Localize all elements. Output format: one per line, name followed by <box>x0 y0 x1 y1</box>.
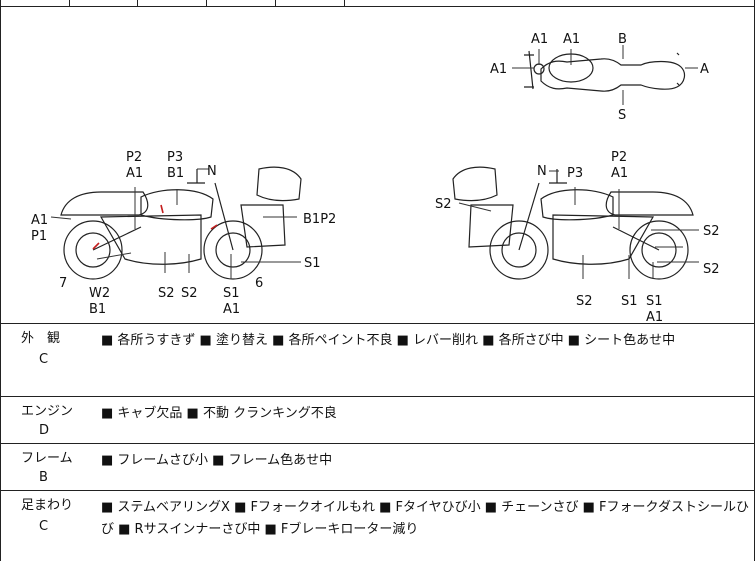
label-a1: A1 <box>646 310 663 323</box>
label-s1: S1 <box>223 286 240 301</box>
label-p3: P3 <box>167 150 183 165</box>
right-view-labels: N P3 P2 A1 S2 S2 S2 S2 S1 S1 A1 <box>435 150 720 323</box>
label-s2: S2 <box>158 286 175 301</box>
label-w2: W2 <box>89 286 110 301</box>
strip-cell <box>138 0 207 6</box>
label-s2: S2 <box>703 224 720 239</box>
label-s1: S1 <box>621 294 638 309</box>
label-7: 7 <box>59 276 67 291</box>
section-category: 足まわり <box>21 498 74 513</box>
section-category: 外 観 <box>21 331 61 346</box>
section-frame: フレーム B ■ フレームさび小 ■ フレーム色あせ中 <box>1 444 754 491</box>
section-grade: C <box>39 352 49 367</box>
label-a1: A1 <box>126 166 143 181</box>
top-view-leaders <box>512 45 698 105</box>
label-a1: A1 <box>611 166 628 181</box>
section-exterior: 外 観 C ■ 各所うすきず ■ 塗り替え ■ 各所ペイント不良 ■ レバー削れ… <box>1 324 754 397</box>
label-b1: B1 <box>89 302 106 317</box>
label-a1: A1 <box>31 213 48 228</box>
section-category: フレーム <box>21 451 73 466</box>
right-view-leaders <box>458 170 699 279</box>
damage-mark <box>92 242 100 250</box>
damage-mark <box>210 224 218 230</box>
right-view-bike <box>452 166 694 280</box>
damage-mark <box>160 204 164 214</box>
top-view-labels: A1 A1 A1 B A S <box>490 32 709 123</box>
label-s2: S2 <box>576 294 593 309</box>
label-6: 6 <box>255 276 263 291</box>
section-grade: C <box>39 519 49 534</box>
label-s2: S2 <box>703 262 720 277</box>
section-notes: ■ ステムベアリングX ■ Fフォークオイルもれ ■ Fタイヤひび小 ■ チェー… <box>101 500 749 537</box>
label-a1: A1 <box>563 32 580 47</box>
strip-cell <box>1 0 70 6</box>
label-n: N <box>207 164 217 179</box>
section-engine: エンジン D ■ キャブ欠品 ■ 不動 クランキング不良 <box>1 397 754 444</box>
label-p3: P3 <box>567 166 583 181</box>
label-p2: P2 <box>126 150 142 165</box>
label-b1: B1 <box>167 166 184 181</box>
left-view-bike <box>60 166 302 280</box>
label-b1p2: B1P2 <box>303 212 336 227</box>
motorcycle-diagram: A1 A1 A1 B A S <box>31 32 720 323</box>
label-a1: A1 <box>490 62 507 77</box>
label-s1: S1 <box>646 294 663 309</box>
label-s1: S1 <box>304 256 321 271</box>
label-s2: S2 <box>181 286 198 301</box>
section-category: エンジン <box>21 404 74 419</box>
label-p1: P1 <box>31 229 47 244</box>
section-grade: B <box>39 470 48 485</box>
strip-cell <box>69 0 138 6</box>
section-notes: ■ フレームさび小 ■ フレーム色あせ中 <box>101 453 333 468</box>
left-view-leaders <box>50 168 301 279</box>
label-a1: A1 <box>531 32 548 47</box>
label-n: N <box>537 164 547 179</box>
section-notes: ■ 各所うすきず ■ 塗り替え ■ 各所ペイント不良 ■ レバー削れ ■ 各所さ… <box>101 333 676 348</box>
motorcycle-diagram-area: A1 A1 A1 B A S <box>1 7 754 324</box>
label-s: S <box>618 108 626 123</box>
top-view-bike <box>524 50 686 92</box>
top-table-strip <box>1 0 754 7</box>
strip-cell <box>207 0 276 6</box>
section-grade: D <box>39 423 50 438</box>
label-a: A <box>700 62 709 77</box>
section-suspension: 足まわり C ■ ステムベアリングX ■ Fフォークオイルもれ ■ Fタイヤひび… <box>1 491 754 561</box>
left-view-labels: P2 A1 P3 B1 N A1 P1 B1P2 7 W2 B1 S2 S2 S… <box>31 150 336 317</box>
strip-cell <box>276 0 345 6</box>
label-s2: S2 <box>435 197 452 212</box>
label-p2: P2 <box>611 150 627 165</box>
section-notes: ■ キャブ欠品 ■ 不動 クランキング不良 <box>101 406 337 421</box>
label-b: B <box>618 32 627 47</box>
label-a1: A1 <box>223 302 240 317</box>
